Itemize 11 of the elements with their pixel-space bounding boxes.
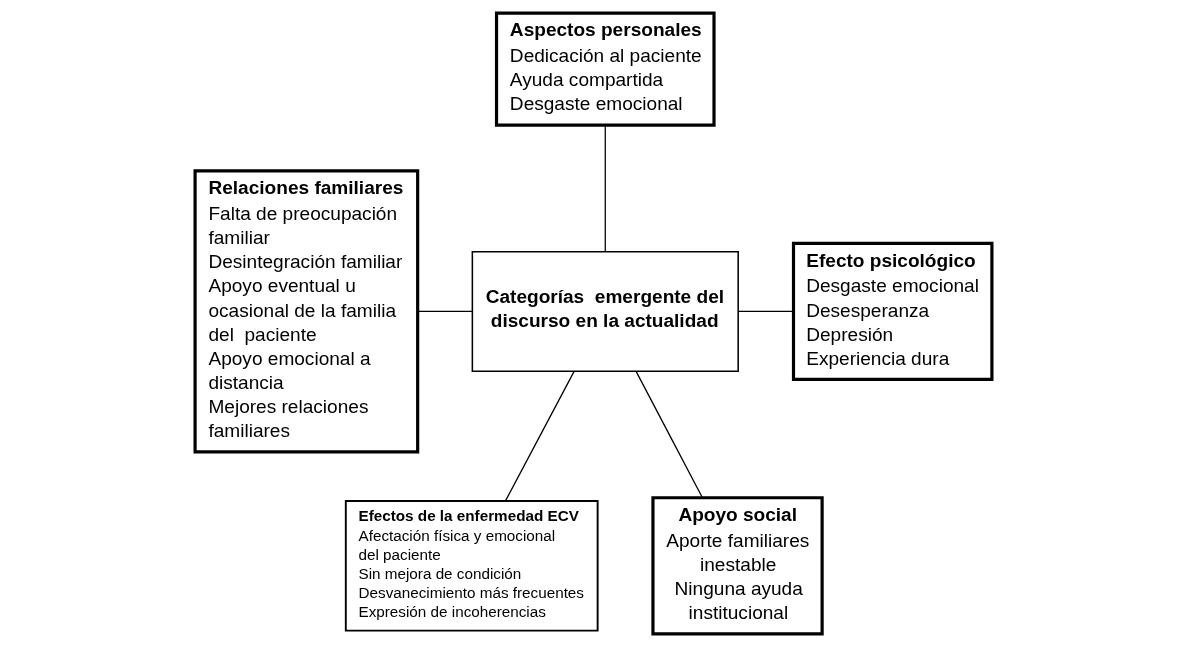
node-box: Relaciones familiares Falta de preocupación familiar Desintegración familiar Apoyo eventual u ocasional de la familia del paciente Apoyo emocional a distancia Mejores relaciones familiares [193,169,419,454]
node-box: Categorías emergente del discurso en la actualidad [471,250,739,372]
node-box: Efecto psicológico Desgaste emocional Desesperanza Depresión Experiencia dura [791,241,993,382]
connector [737,310,794,313]
connector [504,370,575,502]
node-box: Apoyo social Aporte familiares inestable Ninguna ayuda institucional [650,496,824,636]
connector [634,370,703,499]
connector [416,310,473,313]
node-box: Aspectos personales Dedicación al paciente Ayuda compartida Desgaste emocional [494,11,716,127]
node-box: Efectos de la enfermedad ECV Afectación física y emocional del paciente Sin mejora de condición Desvanecimiento más frecuentes Expresión de incoherencias [344,499,599,632]
connector [604,124,606,253]
